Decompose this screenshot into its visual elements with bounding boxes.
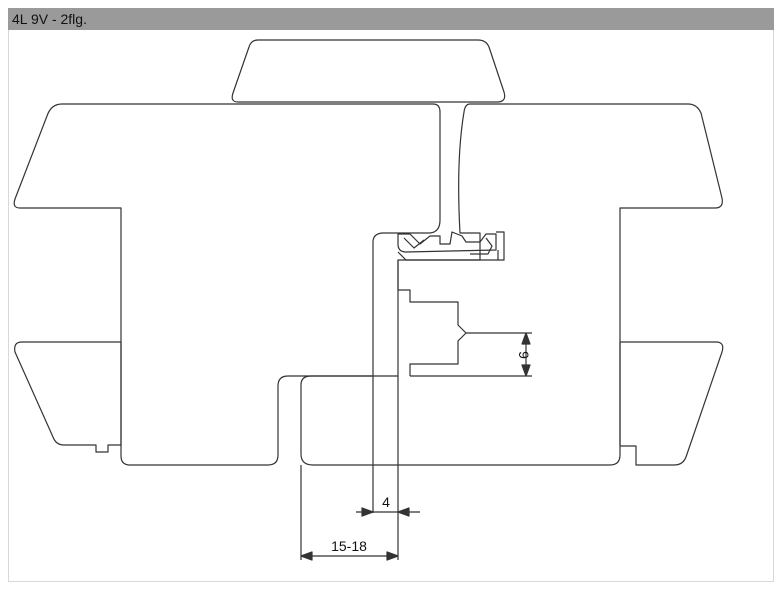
seal-rail (496, 231, 505, 261)
top-block (231, 39, 506, 103)
left-sash (13, 103, 441, 466)
dim-15-18-arrow-right (386, 551, 399, 561)
seal-base (397, 250, 499, 261)
stepped-rebate (397, 260, 467, 376)
dim-4-arrow-right (397, 507, 410, 517)
right-bracket (619, 341, 724, 466)
seal-inner (470, 237, 493, 255)
header-bar (8, 8, 774, 30)
seal-lip (403, 237, 425, 249)
dim-15-18-arrow-left (300, 551, 313, 561)
left-bracket (14, 341, 122, 453)
drawing-title: 4L 9V - 2flg. (12, 11, 87, 27)
dim-9-arrow-bottom (521, 364, 531, 377)
dim-4-label: 4 (382, 494, 390, 510)
dim-9-arrow-top (521, 332, 531, 345)
dim-9-label: 9 (516, 351, 532, 359)
right-sash (300, 103, 723, 466)
dim-4-arrow-left (361, 507, 374, 517)
dim-15-18-label: 15-18 (331, 538, 367, 554)
seal-profile (397, 231, 497, 253)
